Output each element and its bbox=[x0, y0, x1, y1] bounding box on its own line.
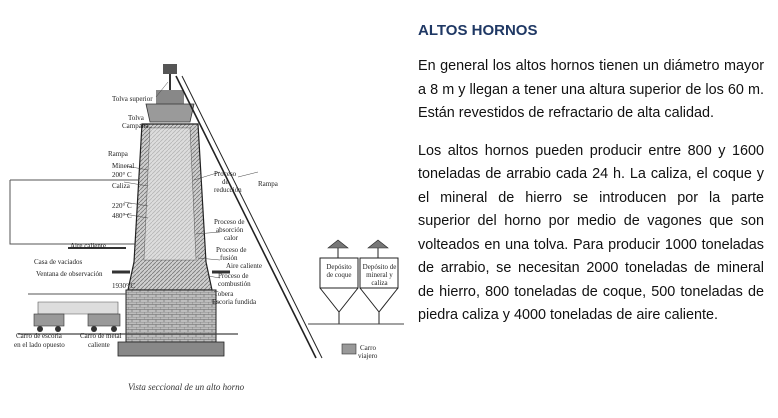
label-aire-caliente-left: Aire caliente bbox=[70, 242, 106, 250]
figure-caption: Vista seccional de un alto horno bbox=[128, 382, 245, 392]
label-aire-caliente-right: Aire caliente bbox=[226, 262, 262, 270]
label-proceso: Proceso bbox=[214, 170, 237, 178]
label-caliza: Caliza bbox=[112, 182, 130, 190]
label-rampa-right: Rampa bbox=[258, 180, 278, 188]
label-ventana-observacion: Ventana de observación bbox=[36, 270, 103, 278]
label-carro: Carro bbox=[360, 344, 376, 352]
blast-furnace-illustration bbox=[9, 64, 404, 359]
label-tolva-superior: Tolva superior bbox=[112, 95, 153, 103]
label-tolva: Tolva bbox=[128, 114, 144, 122]
label-reduccion: reducción bbox=[214, 186, 242, 194]
label-de: de bbox=[222, 178, 229, 186]
label-escoria-fundida: Escoria fundida bbox=[212, 298, 257, 306]
label-temp-480: 480° C bbox=[112, 212, 132, 220]
label-campana: Campana bbox=[122, 122, 149, 130]
label-proceso-combustion: Proceso de bbox=[218, 272, 249, 280]
label-mineral: Mineral bbox=[112, 162, 135, 170]
label-combustion: combustión bbox=[218, 280, 251, 288]
label-temp-200: 200° C bbox=[112, 171, 132, 179]
label-temp-220: 220° C bbox=[112, 202, 132, 210]
label-deposito: Depósito bbox=[326, 263, 352, 271]
label-tobera: Tobera bbox=[214, 290, 234, 298]
label-de-coque: de coque bbox=[326, 271, 352, 279]
label-caliente: caliente bbox=[88, 341, 110, 349]
label-caliza-bin: caliza bbox=[371, 279, 388, 287]
label-carro-escoria: Carro de escoria bbox=[16, 332, 62, 340]
blast-furnace-figure: Tolva superior Tolva Campana Rampa Miner… bbox=[8, 62, 404, 402]
label-rampa-left: Rampa bbox=[108, 150, 128, 158]
paragraph-2: Los altos hornos pueden producir entre 8… bbox=[418, 142, 764, 324]
label-absorcion: absorción bbox=[216, 226, 244, 234]
label-proceso-absorcion: Proceso de bbox=[214, 218, 245, 226]
paragraph-1: En general los altos hornos tienen un di… bbox=[418, 58, 764, 121]
label-calor: calor bbox=[224, 234, 238, 242]
label-casa-vaciados: Casa de vaciados bbox=[34, 258, 83, 266]
label-lado-opuesto: en el lado opuesto bbox=[14, 341, 65, 349]
article-text: ALTOS HORNOS En general los altos hornos… bbox=[418, 22, 764, 328]
label-temp-1930: 1930° C bbox=[112, 282, 136, 290]
label-proceso-fusion: Proceso de bbox=[216, 246, 247, 254]
label-carro-metal: Carro de metal bbox=[80, 332, 122, 340]
label-fusion: fusión bbox=[220, 254, 238, 262]
label-deposito-de: Depósito de bbox=[362, 263, 397, 271]
page-title: ALTOS HORNOS bbox=[418, 22, 538, 39]
label-mineral-y: mineral y bbox=[366, 271, 393, 279]
label-viajero: viajero bbox=[358, 352, 378, 360]
